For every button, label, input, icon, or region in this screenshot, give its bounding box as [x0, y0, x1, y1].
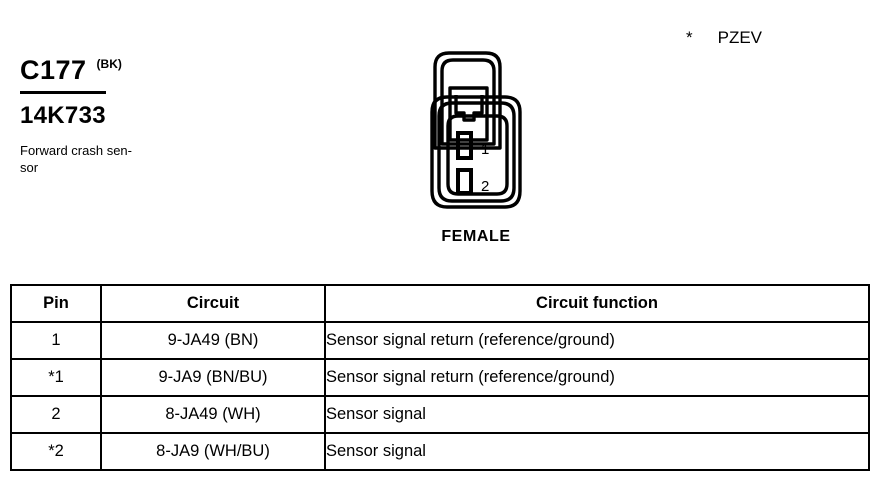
connector-latch-notch	[454, 95, 484, 122]
table-row: 2 8-JA49 (WH) Sensor signal	[10, 395, 870, 434]
connector-part-number: 14K733	[20, 102, 106, 129]
connector-gender-caption: FEMALE	[441, 228, 511, 245]
table-row: *1 9-JA9 (BN/BU) Sensor signal return (r…	[10, 358, 870, 397]
cell-circuit: 9-JA49 (BN)	[100, 321, 326, 360]
connector-outer-shell-inner-ring	[437, 101, 516, 203]
column-header-circuit-function: Circuit function	[324, 284, 870, 323]
connector-description-line-1: Forward crash sen-	[20, 143, 132, 158]
cell-pin: *1	[10, 358, 102, 397]
cell-pin: 2	[10, 395, 102, 434]
table-header-row: Pin Circuit Circuit function	[10, 284, 870, 323]
cell-circuit-function: Sensor signal return (reference/ground)	[324, 321, 870, 360]
cell-circuit: 8-JA49 (WH)	[100, 395, 326, 434]
cell-circuit-function: Sensor signal	[324, 395, 870, 434]
connector-drawing-svg: 1 2	[430, 51, 522, 209]
pin-table: Pin Circuit Circuit function 1 9-JA49 (B…	[10, 284, 870, 471]
connector-description-line-2: sor	[20, 160, 39, 175]
connector-face-plate	[446, 114, 509, 196]
cell-circuit: 8-JA9 (WH/BU)	[100, 432, 326, 471]
pzev-label: PZEV	[717, 28, 763, 47]
pin-table-header: Pin Circuit Circuit function	[10, 284, 870, 323]
asterisk-marker: *	[686, 28, 693, 47]
connector-color-code: (BK)	[96, 57, 122, 71]
pzev-note: * PZEV	[686, 28, 762, 48]
cell-circuit-function: Sensor signal	[324, 432, 870, 471]
connector-description: Forward crash sen- sor	[20, 142, 180, 176]
connector-id-underline	[20, 91, 106, 94]
connector-illustration: 1 2 FEMALE	[408, 40, 544, 265]
table-row: 1 9-JA49 (BN) Sensor signal return (refe…	[10, 321, 870, 360]
column-header-pin: Pin	[10, 284, 102, 323]
column-header-circuit: Circuit	[100, 284, 326, 323]
connector-identification-block: C177 (BK) 14K733 Forward crash sen- sor	[20, 55, 210, 176]
connector-cavity-label-1: 1	[481, 141, 489, 158]
connector-id-row: C177 (BK)	[20, 55, 210, 89]
cell-circuit: 9-JA9 (BN/BU)	[100, 358, 326, 397]
pin-table-body: 1 9-JA49 (BN) Sensor signal return (refe…	[10, 321, 870, 471]
cell-pin: *2	[10, 432, 102, 471]
cell-pin: 1	[10, 321, 102, 360]
connector-cavity-label-2: 2	[481, 178, 489, 195]
table-row: *2 8-JA9 (WH/BU) Sensor signal	[10, 432, 870, 471]
connector-latch-collar-inner	[440, 58, 496, 146]
connector-latch-collar-outer	[433, 51, 502, 150]
cell-circuit-function: Sensor signal return (reference/ground)	[324, 358, 870, 397]
connector-cavity-1	[456, 131, 473, 160]
connector-id: C177	[20, 55, 87, 85]
connector-cavity-2	[456, 168, 473, 195]
